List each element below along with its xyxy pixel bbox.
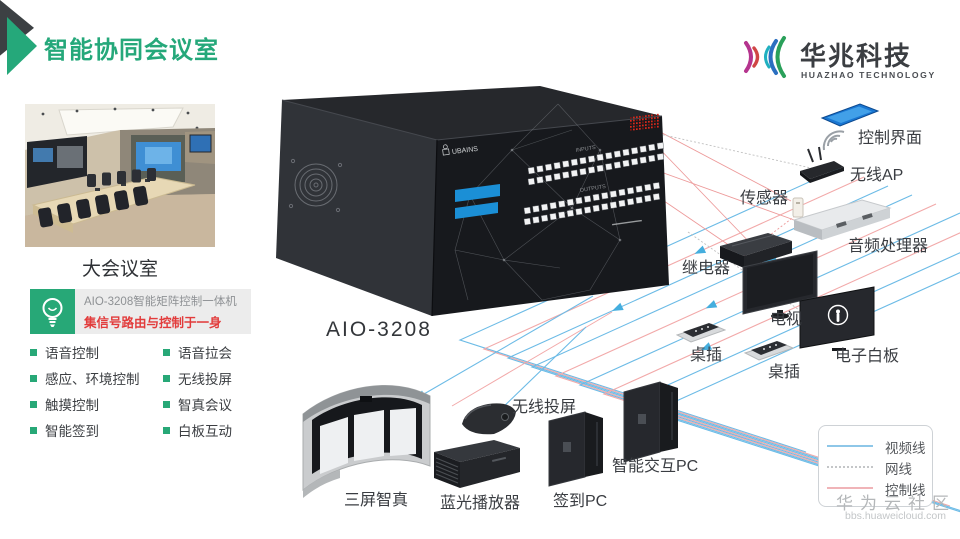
info-icon-box: [30, 289, 75, 334]
control-ui-label: 控制界面: [858, 130, 923, 147]
bullet-icon: [163, 426, 170, 434]
legend-control-label: 控制线: [885, 483, 926, 498]
feature-item: 智真会议: [163, 397, 232, 413]
network-line-sample: [827, 466, 873, 468]
feature-label: 触摸控制: [45, 398, 99, 413]
wifi-icon: [822, 130, 845, 151]
meeting-room-photo: [25, 104, 215, 247]
device-brand: UBAINS: [442, 144, 479, 156]
bullet-icon: [30, 374, 37, 382]
tv-label: 电视: [770, 311, 803, 328]
brand-logo: 华兆科技 HUAZHAO TECHNOLOGY: [738, 34, 948, 90]
bullet-icon: [163, 348, 170, 356]
feature-label: 智能签到: [45, 424, 99, 439]
video-line-sample: [827, 445, 873, 447]
wireless-ap-label: 无线AP: [850, 167, 904, 184]
legend-row: 控制线: [827, 480, 927, 498]
info-title: AIO-3208智能矩阵控制一体机: [84, 295, 237, 308]
feature-item: 触摸控制: [30, 397, 140, 413]
signin-pc-icon: [548, 411, 603, 487]
telepresence-icon: [302, 385, 431, 498]
relay-label: 继电器: [682, 260, 731, 277]
legend-row: 视频线: [827, 438, 927, 456]
feature-item: 智能签到: [30, 423, 140, 439]
feature-item: 无线投屏: [163, 371, 232, 387]
feature-label: 白板互动: [178, 424, 232, 439]
panel-buttons: [523, 142, 665, 226]
brand-wave-icon: [744, 36, 786, 78]
feature-item: 语音控制: [30, 345, 140, 361]
lightbulb-icon: [42, 298, 63, 327]
audio-processor-icon: [792, 199, 892, 240]
control-line-sample: [827, 487, 873, 489]
bluray-label: 蓝光播放器: [440, 495, 521, 512]
watermark-url: bbs.huaweicloud.com: [845, 510, 946, 522]
device-blue-bar: [455, 184, 500, 202]
page-title: 智能协同会议室: [44, 37, 219, 64]
desk-socket-label: 桌插: [768, 364, 801, 381]
outputs-label: OUTPUTS: [579, 184, 606, 194]
desk-socket-icon: [676, 323, 726, 343]
feature-list-right: 语音拉会 无线投屏 智真会议 白板互动: [163, 345, 232, 449]
telepresence-label: 三屏智真: [344, 492, 409, 509]
sensor-label: 传感器: [740, 190, 789, 207]
bluray-player-icon: [434, 440, 520, 488]
sensor-icon: [792, 197, 804, 218]
whiteboard-icon: [799, 286, 875, 351]
feature-item: 感应、环境控制: [30, 371, 140, 387]
device-top-face: [282, 86, 662, 140]
bullet-icon: [30, 400, 37, 408]
feature-item: 语音拉会: [163, 345, 232, 361]
device-blue-bar: [455, 202, 498, 219]
led-matrix: [630, 113, 659, 131]
info-box: AIO-3208智能矩阵控制一体机 集信号路由与控制于一身: [75, 289, 251, 334]
wireless-cast-icon: [462, 403, 516, 435]
device-brand-text: UBAINS: [452, 146, 479, 156]
matrix-controller: UBAINS INPUTS OUTPUTS: [276, 86, 669, 317]
fan-vent-icon: [288, 158, 343, 213]
feature-label: 无线投屏: [178, 372, 232, 387]
bullet-icon: [30, 426, 37, 434]
whiteboard-label: 电子白板: [835, 348, 900, 365]
interactive-pc-icon: [623, 381, 678, 463]
relay-icon: [720, 233, 792, 268]
device-left-face: [276, 100, 437, 316]
bullet-icon: [163, 400, 170, 408]
wireless-ap-icon: [800, 146, 844, 183]
desk-socket-icon: [744, 341, 794, 361]
audio-processor-label: 音频处理器: [848, 238, 929, 255]
feature-label: 智真会议: [178, 398, 232, 413]
feature-label: 语音拉会: [178, 346, 232, 361]
device-fineprint: [612, 219, 642, 226]
bullet-icon: [30, 348, 37, 356]
signin-pc-label: 签到PC: [553, 493, 608, 510]
control-tablet-icon: [820, 103, 880, 127]
brand-subtitle: HUAZHAO TECHNOLOGY: [801, 70, 936, 80]
feature-label: 语音控制: [45, 346, 99, 361]
room-chairs: [38, 168, 156, 228]
room-label: 大会议室: [81, 259, 158, 280]
desk-socket-label: 桌插: [690, 347, 723, 364]
legend: 视频线 网线 控制线: [818, 425, 933, 507]
legend-network-label: 网线: [885, 462, 912, 477]
feature-list-left: 语音控制 感应、环境控制 触摸控制 智能签到: [30, 345, 140, 449]
device-model-label: AIO-3208: [326, 318, 432, 341]
interactive-pc-label: 智能交互PC: [612, 458, 699, 475]
wireless-cast-label: 无线投屏: [512, 399, 577, 416]
inputs-label: INPUTS: [575, 145, 596, 154]
tv-icon: [742, 250, 818, 319]
watermark-community: 华为云社区: [836, 494, 956, 513]
legend-row: 网线: [827, 459, 927, 477]
feature-item: 白板互动: [163, 423, 232, 439]
legend-video-label: 视频线: [885, 441, 926, 456]
brand-name: 华兆科技: [800, 41, 913, 71]
bullet-icon: [163, 374, 170, 382]
feature-label: 感应、环境控制: [45, 372, 140, 387]
info-subtitle: 集信号路由与控制于一身: [84, 315, 222, 330]
